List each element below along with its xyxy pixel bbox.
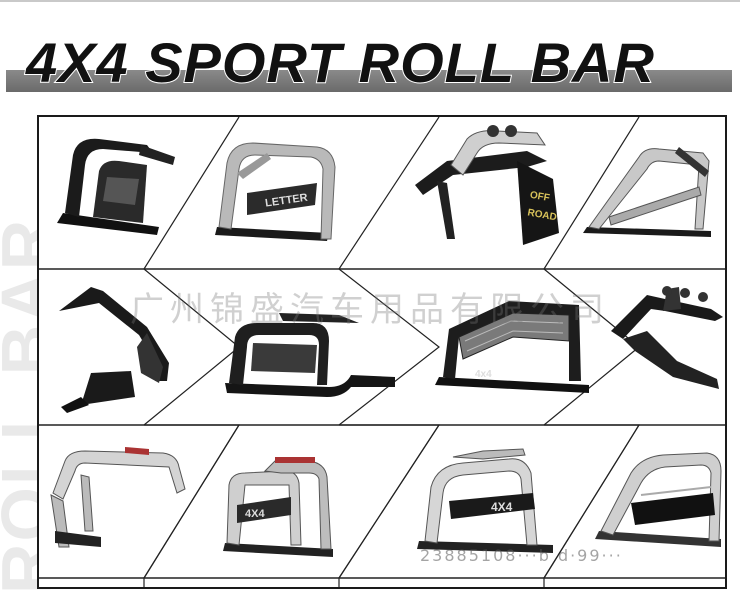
- top-divider: [0, 0, 740, 2]
- roll-bar-product-9: [50, 447, 186, 548]
- letter-label: LETTER: [264, 192, 308, 210]
- page-title: 4X4 SPORT ROLL BAR 4X4 SPORT ROLL BAR: [25, 28, 726, 98]
- roll-bar-product-2: LETTER: [215, 142, 336, 241]
- bottom-watermark: 23885108···b d·99···: [420, 546, 623, 565]
- roll-bar-product-5: [59, 287, 169, 413]
- roll-bar-product-3: OFF ROAD: [415, 125, 559, 245]
- company-watermark: 广州锦盛汽车用品有限公司: [130, 290, 610, 330]
- offroad-top-label: OFF: [529, 190, 551, 204]
- roll-bar-product-10: 4X4: [223, 457, 333, 557]
- offroad-bottom-label: ROAD: [527, 207, 558, 223]
- badge-4x4-b: 4X4: [491, 500, 513, 514]
- badge-4x4-a: 4X4: [245, 508, 265, 520]
- roll-bar-product-1: [57, 138, 175, 235]
- page-title-outline: 4X4 SPORT ROLL BAR: [25, 30, 655, 95]
- roll-bar-product-4: [583, 147, 711, 237]
- badge-4x4-c: 4x4: [475, 369, 492, 380]
- roll-bar-product-11: 4X4: [417, 448, 553, 553]
- title-band: [6, 70, 732, 92]
- product-grid: LETTER OFF ROAD: [37, 115, 727, 589]
- page-title-text: 4X4 SPORT ROLL BAR: [26, 31, 655, 94]
- roll-bar-product-7: 4x4: [435, 301, 589, 393]
- roll-bar-product-8: [611, 286, 723, 389]
- roll-bar-product-6: [225, 313, 395, 397]
- roll-bar-product-12: [595, 452, 722, 547]
